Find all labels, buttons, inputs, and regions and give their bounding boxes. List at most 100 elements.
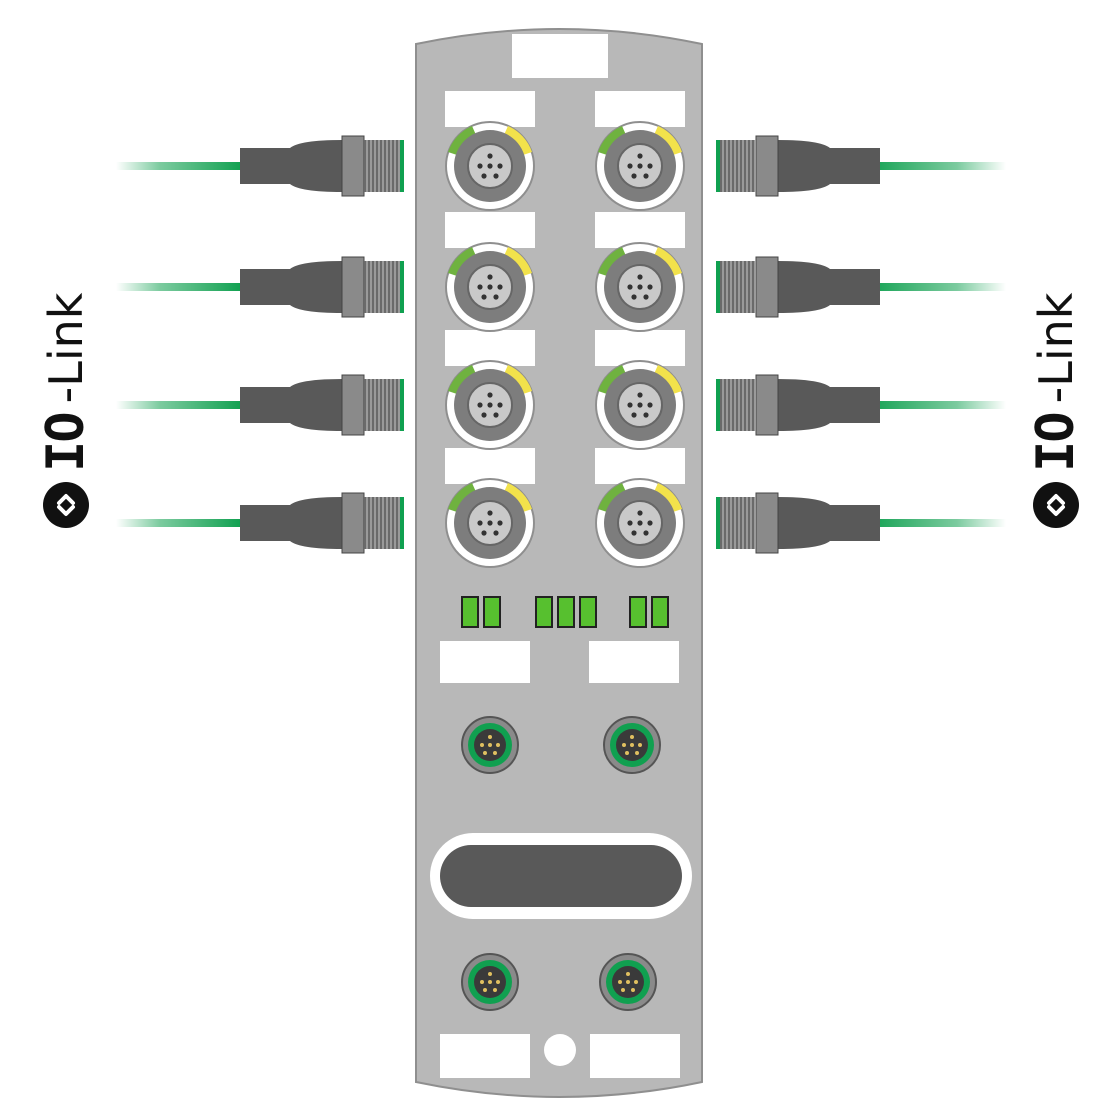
- led-icon: [651, 596, 669, 628]
- pin: [477, 284, 483, 290]
- pin: [631, 530, 637, 536]
- pin: [630, 743, 634, 747]
- io-link-brand-left: IO -Link: [36, 208, 96, 528]
- m8-port-icon: [599, 953, 657, 1011]
- cable-connector-icon: [116, 135, 404, 197]
- m12-port-icon: [595, 360, 685, 450]
- pin: [487, 520, 493, 526]
- brand-link-text: -Link: [1029, 292, 1083, 404]
- pin: [480, 980, 484, 984]
- cable-connector-icon: [716, 374, 1006, 436]
- pin: [477, 520, 483, 526]
- pin: [631, 173, 637, 179]
- pin: [480, 743, 484, 747]
- pin: [637, 274, 643, 280]
- pin: [487, 510, 493, 516]
- pin: [488, 972, 492, 976]
- connector-seal: [400, 497, 404, 549]
- pin: [488, 735, 492, 739]
- pin: [637, 153, 643, 159]
- pin: [481, 530, 487, 536]
- pin: [637, 163, 643, 169]
- label-field-bottom-right: [590, 1034, 680, 1078]
- io-link-logo-icon: [1033, 482, 1079, 528]
- pin: [647, 520, 653, 526]
- pin: [487, 392, 493, 398]
- pin: [487, 153, 493, 159]
- m8-port-icon: [603, 716, 661, 774]
- connector-nut: [341, 135, 365, 197]
- pin: [637, 402, 643, 408]
- cable-connector-icon: [716, 256, 1006, 318]
- pin: [477, 402, 483, 408]
- pin: [488, 980, 492, 984]
- brand-io-text: IO: [1026, 413, 1086, 472]
- pin: [631, 988, 635, 992]
- pin: [493, 988, 497, 992]
- pin: [493, 173, 499, 179]
- pin: [637, 510, 643, 516]
- m12-port-icon: [595, 121, 685, 211]
- display-window: [440, 845, 682, 907]
- pin: [477, 163, 483, 169]
- cable: [866, 283, 1006, 291]
- pin: [647, 402, 653, 408]
- pin: [488, 743, 492, 747]
- pin: [643, 294, 649, 300]
- connector-seal: [716, 261, 720, 313]
- connector-seal: [716, 497, 720, 549]
- connector-nut: [755, 492, 779, 554]
- brand-link-text: -Link: [39, 292, 93, 404]
- cable-connector-icon: [116, 374, 404, 436]
- label-field-network-right: [589, 641, 679, 683]
- io-link-logo-icon: [43, 482, 89, 528]
- pin: [627, 520, 633, 526]
- pin: [634, 980, 638, 984]
- cable: [116, 519, 242, 527]
- cable: [116, 401, 242, 409]
- io-ports: [445, 121, 685, 568]
- pin: [637, 392, 643, 398]
- cables: [116, 135, 1006, 554]
- pin: [631, 412, 637, 418]
- connector-nut: [341, 374, 365, 436]
- io-link-brand-right: IO -Link: [1026, 208, 1086, 528]
- connector-nut: [341, 256, 365, 318]
- led-icon: [461, 596, 479, 628]
- pin: [643, 173, 649, 179]
- pin: [483, 751, 487, 755]
- small-ports: [461, 716, 661, 1011]
- cable-connector-icon: [116, 492, 404, 554]
- pin: [497, 163, 503, 169]
- m12-port-icon: [445, 121, 535, 211]
- cable: [116, 162, 242, 170]
- led-icon: [629, 596, 647, 628]
- pin: [481, 412, 487, 418]
- led-icon: [579, 596, 597, 628]
- pin: [626, 980, 630, 984]
- pin: [497, 520, 503, 526]
- connector-body: [778, 261, 880, 313]
- m12-port-icon: [445, 360, 535, 450]
- connector-nut: [341, 492, 365, 554]
- m12-port-icon: [595, 478, 685, 568]
- pin: [643, 412, 649, 418]
- pin: [497, 402, 503, 408]
- connector-seal: [400, 379, 404, 431]
- connector-nut: [755, 256, 779, 318]
- pin: [627, 163, 633, 169]
- cable: [866, 401, 1006, 409]
- pin: [626, 972, 630, 976]
- pin: [487, 163, 493, 169]
- pin: [493, 530, 499, 536]
- pin: [638, 743, 642, 747]
- pin: [487, 284, 493, 290]
- connector-body: [778, 379, 880, 431]
- pin: [627, 402, 633, 408]
- connector-seal: [716, 379, 720, 431]
- pin: [493, 412, 499, 418]
- pin: [618, 980, 622, 984]
- connector-thread: [720, 497, 756, 549]
- mounting-hole: [544, 1034, 576, 1066]
